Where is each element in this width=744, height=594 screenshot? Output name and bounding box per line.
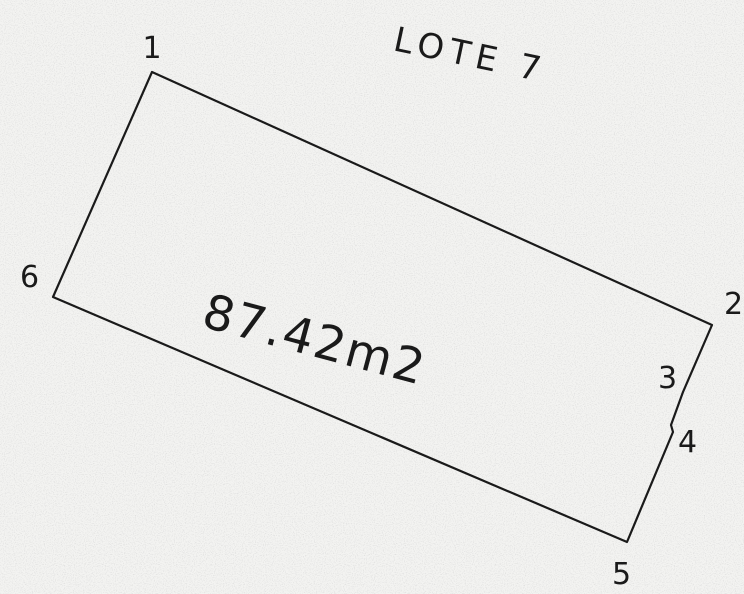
- vertex-label-4: 4: [678, 425, 697, 460]
- vertex-label-3: 3: [658, 361, 677, 396]
- lot-boundary: [51, 70, 714, 544]
- vertex-label-5: 5: [612, 557, 631, 592]
- vertex-label-6: 6: [20, 260, 39, 295]
- vertex-label-1: 1: [142, 31, 161, 66]
- vertex-label-2: 2: [724, 287, 743, 322]
